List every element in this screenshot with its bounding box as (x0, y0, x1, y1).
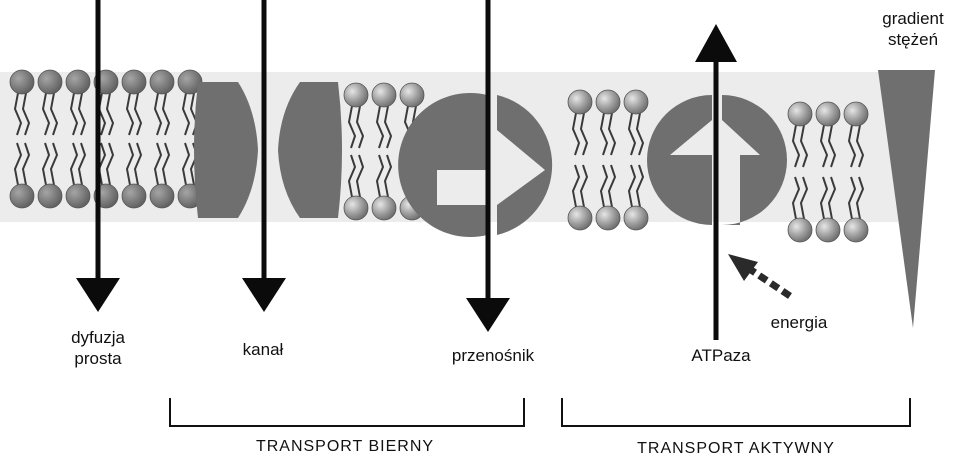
label-channel: kanał (218, 339, 308, 360)
label-gradient-line1: gradient (868, 8, 958, 29)
lipid-head (624, 90, 648, 114)
lipid-head (596, 90, 620, 114)
lipid-head (38, 70, 62, 94)
lipid-head (344, 83, 368, 107)
label-atpase: ATPaza (666, 345, 776, 366)
lipid-head (122, 184, 146, 208)
label-energy: energia (754, 312, 844, 333)
label-gradient-line2: stężeń (868, 29, 958, 50)
label-gradient: gradient stężeń (868, 8, 958, 50)
lipid-head (844, 218, 868, 242)
lipid-head (568, 206, 592, 230)
lipid-head (816, 218, 840, 242)
lipid-head (596, 206, 620, 230)
lipid-head (788, 102, 812, 126)
lipid-head (372, 83, 396, 107)
label-passive-transport: TRANSPORT BIERNY (200, 436, 490, 457)
energy-arrow (728, 254, 790, 296)
lipid-head (38, 184, 62, 208)
lipid-head (66, 70, 90, 94)
label-active-transport: TRANSPORT AKTYWNY (586, 438, 886, 459)
lipid-head (344, 196, 368, 220)
label-carrier: przenośnik (428, 345, 558, 366)
lipid-head (150, 184, 174, 208)
lipid-head (624, 206, 648, 230)
lipid-head (122, 70, 146, 94)
lipid-head (816, 102, 840, 126)
lipid-head (10, 184, 34, 208)
lipid-head (372, 196, 396, 220)
lipid-head (10, 70, 34, 94)
lipid-head (568, 90, 592, 114)
bracket-active-transport (562, 398, 910, 426)
lipid-head (844, 102, 868, 126)
lipid-head (66, 184, 90, 208)
label-simple-diffusion-line1: dyfuzja (48, 327, 148, 348)
lipid-head (788, 218, 812, 242)
label-simple-diffusion-line2: prosta (48, 348, 148, 369)
bracket-passive-transport (170, 398, 524, 426)
lipid-head (150, 70, 174, 94)
lipid-head (400, 83, 424, 107)
label-simple-diffusion: dyfuzja prosta (48, 327, 148, 369)
